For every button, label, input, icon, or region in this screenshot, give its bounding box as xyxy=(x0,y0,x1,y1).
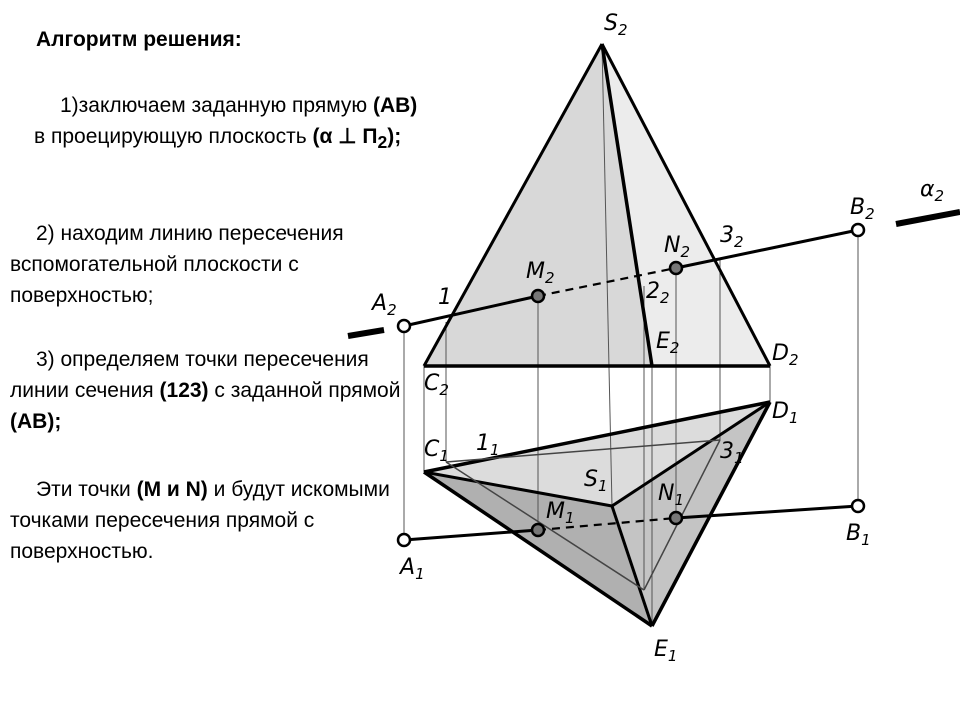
section-1-3 xyxy=(445,439,721,463)
label-m1: M1 xyxy=(546,499,575,527)
label-a2: A2 xyxy=(370,291,397,319)
label-n1: N1 xyxy=(658,481,684,509)
point-m2 xyxy=(530,288,546,304)
face-c1-d1-s1 xyxy=(424,402,770,506)
point-a2 xyxy=(396,318,412,334)
label-s2: S2 xyxy=(604,11,628,39)
label-b1: B1 xyxy=(846,521,871,549)
point-b1 xyxy=(850,498,866,514)
points xyxy=(396,222,866,548)
label-3-2: 32 xyxy=(720,223,744,251)
label-d1: D1 xyxy=(772,399,799,427)
step-2-text: 2) находим линию пересечения вспомогател… xyxy=(10,222,344,307)
projection-links xyxy=(403,43,859,626)
frontal-edges xyxy=(422,43,772,368)
label-c1: C1 xyxy=(424,437,449,465)
label-3-1: 31 xyxy=(720,439,744,467)
step-1-text: 1)заключаем заданную прямую (АВ) в проец… xyxy=(34,94,418,153)
label-c2: C2 xyxy=(424,371,449,399)
point-b2 xyxy=(850,222,866,238)
edge-c1-s1 xyxy=(423,470,613,508)
alpha2-trace-left xyxy=(347,327,385,339)
label-a1: A1 xyxy=(398,555,425,583)
edge-d1-e1 xyxy=(650,401,772,627)
label-b2: B2 xyxy=(850,195,875,223)
frontal-projection xyxy=(424,44,770,366)
label-e1: E1 xyxy=(654,637,677,665)
horizontal-edges xyxy=(423,400,772,628)
label-n2: N2 xyxy=(664,233,690,261)
label-2-2: 22 xyxy=(646,279,670,307)
label-e2: E2 xyxy=(656,329,679,357)
line-a2b2 xyxy=(347,209,960,339)
edge-c1-d1 xyxy=(423,400,771,474)
label-alpha2: α2 xyxy=(920,177,944,205)
label-1: 1 xyxy=(438,285,452,310)
step-4-text: Эти точки (М и N) и будут искомыми точка… xyxy=(10,478,390,563)
edge-s2-c2 xyxy=(422,43,604,367)
alpha2-trace-right xyxy=(895,209,960,227)
line-a1b1 xyxy=(403,504,859,542)
algorithm-title: Алгоритм решения: xyxy=(36,28,242,51)
edge-s2-d2 xyxy=(600,43,772,367)
step-3-text: 3) определяем точки пересечения линии се… xyxy=(10,348,401,433)
section-1-2 xyxy=(445,461,645,591)
label-1-1: 11 xyxy=(476,431,500,459)
edge-s1-e1 xyxy=(610,505,654,627)
label-d2: D2 xyxy=(772,341,799,369)
edge-s1-d1 xyxy=(611,400,771,508)
point-n1 xyxy=(668,510,684,526)
point-n2 xyxy=(668,260,684,276)
edge-s2-e2 xyxy=(600,43,654,367)
point-a1 xyxy=(396,532,412,548)
point-labels: S2 α2 B2 N2 32 M2 A2 1 22 E2 D2 C2 D1 C1… xyxy=(370,11,944,665)
label-s1: S1 xyxy=(584,467,608,495)
point-m1 xyxy=(530,522,546,538)
label-m2: M2 xyxy=(526,259,555,287)
edge-c1-e1 xyxy=(423,470,653,628)
